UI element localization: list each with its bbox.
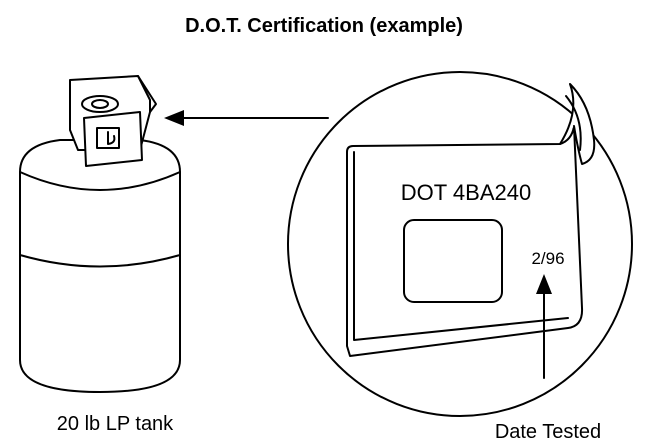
collar-plate [83, 111, 143, 167]
collar-curl-inner [565, 95, 582, 151]
collar-curl [559, 83, 596, 165]
dot-stamp-text: DOT 4BA240 [401, 180, 531, 205]
date-arrow-head [536, 274, 552, 294]
valve-top [81, 95, 119, 113]
collar-stamp-box [96, 127, 120, 149]
collar-stamp-mark [107, 131, 116, 145]
tank-top-dome [19, 171, 181, 191]
arrow-head [164, 110, 184, 126]
collar-side [137, 75, 157, 113]
tank-seam [19, 254, 181, 268]
date-arrow [536, 274, 552, 379]
magnified-view: DOT 4BA240 2/96 [287, 71, 633, 417]
collar-window [403, 219, 503, 303]
tank-label: 20 lb LP tank [57, 413, 174, 435]
valve-opening [91, 99, 109, 109]
lp-tank [19, 75, 181, 393]
diagram-title: D.O.T. Certification (example) [185, 15, 463, 37]
date-caption: Date Tested [495, 421, 601, 443]
pointer-arrow [164, 110, 329, 126]
collar-bend [353, 151, 569, 341]
date-value: 2/96 [531, 249, 564, 268]
